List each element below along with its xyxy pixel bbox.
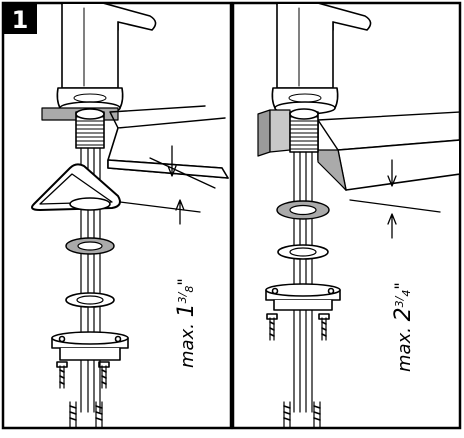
left-dimension-label: max. 13/8"	[174, 278, 199, 368]
left-dim-prefix: max.	[177, 317, 198, 368]
right-thick-gasket	[257, 109, 271, 157]
step-badge	[3, 3, 37, 34]
right-dim-prefix: max.	[394, 321, 415, 372]
svg-text:max. 13/8": max. 13/8"	[174, 278, 199, 368]
right-supply-hoses	[293, 151, 313, 413]
left-dimension-arrow-bottom	[119, 199, 201, 225]
right-dimension-arrow-top	[387, 159, 397, 187]
right-dim-whole: 2	[391, 307, 416, 321]
right-panel-frame	[231, 1, 462, 430]
left-countertop-top	[109, 105, 226, 129]
left-panel	[31, 4, 229, 427]
left-dim-denominator: 8	[183, 286, 196, 293]
right-dimension-label: max. 23/4"	[391, 282, 416, 372]
left-dim-whole: 1	[174, 303, 199, 317]
left-dimension-arrow-top	[149, 145, 216, 189]
right-panel	[257, 4, 459, 427]
right-dim-denominator: 4	[400, 290, 413, 297]
left-dim-numerator: 3	[176, 296, 189, 303]
left-dim-unit: "	[174, 278, 193, 285]
right-spout	[276, 4, 372, 31]
right-dimension-arrow-bottom	[349, 199, 441, 239]
step-number: 1	[12, 6, 29, 34]
svg-text:max. 23/4": max. 23/4"	[391, 282, 416, 372]
right-dim-unit: "	[391, 282, 410, 289]
left-spout	[61, 4, 157, 31]
left-supply-hoses	[80, 147, 101, 413]
right-dim-numerator: 3	[393, 300, 406, 307]
